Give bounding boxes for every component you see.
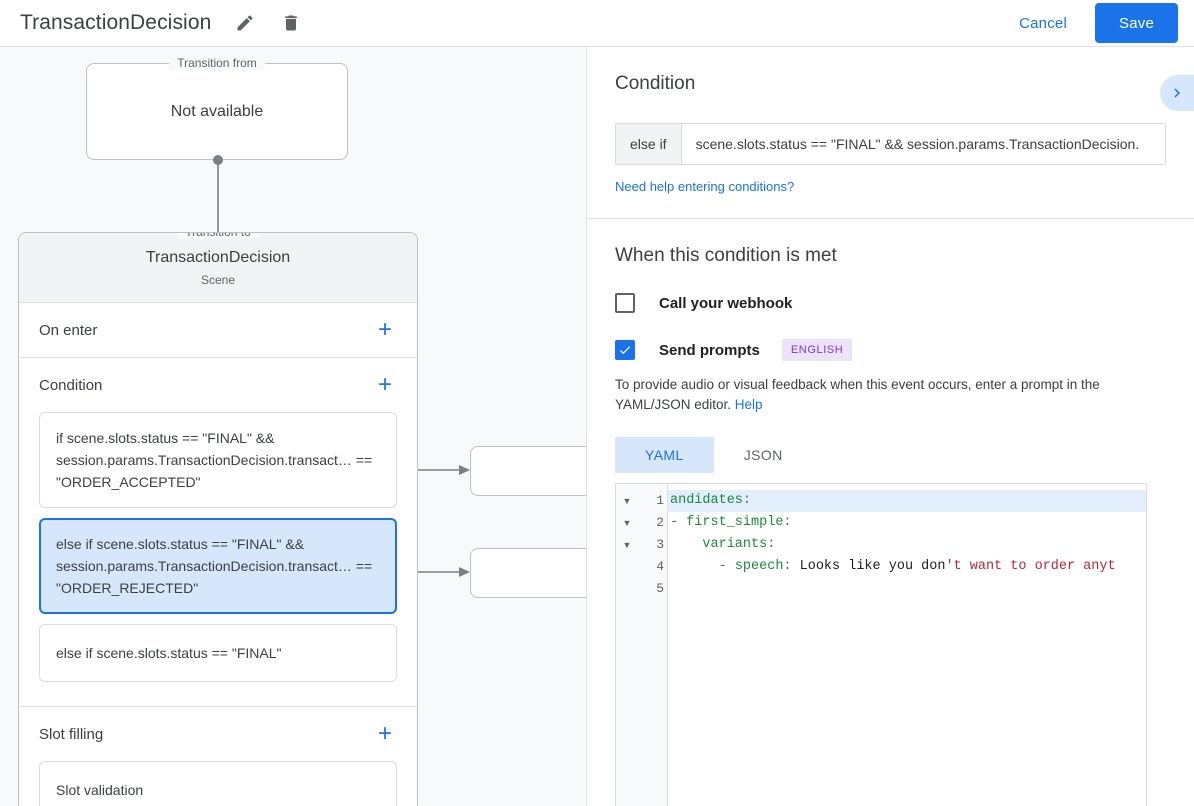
code-token: - [670, 515, 687, 530]
tab-yaml[interactable]: YAML [615, 437, 714, 473]
code-line[interactable]: - first_simple: [668, 512, 1146, 534]
transition-from-value: Not available [170, 102, 264, 120]
cancel-button[interactable]: Cancel [1003, 7, 1083, 40]
fold-triangle-icon[interactable]: ▼ [622, 518, 632, 528]
scene-name: TransactionDecision [145, 248, 291, 266]
section-header: On enter + [19, 303, 417, 357]
add-on-enter-button[interactable]: + [377, 316, 392, 343]
transition-from-box: Transition from Not available [86, 56, 348, 160]
fold-triangle-icon[interactable]: ▼ [622, 540, 632, 550]
transition-target-stub-2[interactable] [470, 548, 586, 598]
scene-card-header: Transition to TransactionDecision Scene [19, 233, 417, 303]
fold-gutter[interactable]: ▼ ▼ ▼ [616, 484, 638, 806]
fold-triangle-icon[interactable]: ▼ [622, 496, 632, 506]
call-webhook-row[interactable]: Call your webhook [615, 293, 1166, 313]
fold-spacer [616, 578, 638, 600]
code-token: : [742, 493, 752, 508]
add-slot-filling-button[interactable]: + [377, 720, 392, 747]
code-token: : [783, 515, 792, 530]
scene-card[interactable]: Transition to TransactionDecision Scene … [18, 232, 418, 806]
language-badge: ENGLISH [781, 339, 853, 361]
top-app-bar: TransactionDecision Cancel Save [0, 0, 1194, 47]
code-token: : [783, 559, 800, 574]
scene-subtitle: Scene [200, 272, 236, 287]
line-number: 1 [656, 493, 664, 508]
detail-panel: Condition else if Need help entering con… [586, 47, 1194, 806]
call-webhook-checkbox[interactable] [615, 293, 635, 313]
condition-item-selected[interactable]: else if scene.slots.status == "FINAL" &&… [39, 518, 397, 614]
condition-heading: Condition [615, 73, 696, 94]
chevron-right-icon[interactable] [1160, 75, 1194, 111]
scene-sections: On enter + Condition + if scene.slots.status… [19, 303, 417, 806]
topbar-actions: Cancel Save [1003, 3, 1194, 43]
line-number: 5 [656, 581, 664, 596]
when-condition-met-section: When this condition is met Call your web… [587, 219, 1194, 806]
send-prompts-row[interactable]: Send prompts ENGLISH [615, 339, 1166, 361]
transition-from-legend: Transition from [169, 56, 265, 70]
trash-icon[interactable] [279, 11, 303, 35]
code-token [670, 537, 702, 552]
when-met-heading: When this condition is met [615, 245, 837, 266]
condition-help-link[interactable]: Need help entering conditions? [615, 179, 795, 194]
condition-prefix-label: else if [616, 124, 682, 164]
add-condition-button[interactable]: + [377, 371, 392, 398]
scene-graph-canvas[interactable]: Transition from Not available Transition… [0, 47, 586, 806]
prompt-description: To provide audio or visual feedback when… [615, 375, 1166, 415]
code-token: speech [734, 559, 784, 574]
scene-section-condition: Condition + if scene.slots.status == "FINA… [19, 358, 417, 707]
line-number-gutter: 1 2 3 4 5 [638, 484, 668, 806]
send-prompts-label: Send prompts [659, 341, 760, 359]
code-line[interactable]: variants: [668, 534, 1146, 556]
code-token: first_simple [686, 515, 784, 530]
condition-input-row[interactable]: else if [615, 123, 1166, 165]
condition-section: Condition else if Need help entering con… [587, 47, 1194, 219]
code-token: variants [702, 537, 768, 552]
code-token: - [670, 559, 735, 574]
list-item[interactable]: else if scene.slots.status == "FINAL" [39, 624, 397, 682]
code-line[interactable]: andidates: [668, 490, 1146, 512]
pencil-icon[interactable] [233, 11, 257, 35]
save-button[interactable]: Save [1095, 3, 1178, 43]
code-token: 't want to order anyt [945, 559, 1116, 574]
editor-format-tabs: YAML JSON [615, 437, 1166, 473]
code-token: andidates [670, 493, 743, 508]
scene-section-slot-filling: Slot filling + Slot validation [19, 707, 417, 806]
transition-target-stub-1[interactable] [470, 446, 586, 496]
page-title: TransactionDecision [20, 11, 212, 34]
section-title: Condition [39, 376, 103, 394]
code-area[interactable]: andidates:- first_simple: variants: - sp… [668, 484, 1146, 806]
code-line[interactable] [668, 578, 1146, 600]
line-number: 3 [656, 537, 664, 552]
send-prompts-checkbox[interactable] [615, 340, 635, 360]
code-line[interactable]: - speech: Looks like you don't want to o… [668, 556, 1146, 578]
section-header: Condition + [19, 358, 417, 412]
help-link[interactable]: Help [734, 397, 763, 412]
fold-spacer [616, 556, 638, 578]
section-title: On enter [39, 321, 98, 339]
call-webhook-label: Call your webhook [659, 294, 793, 312]
line-number: 4 [656, 559, 664, 574]
list-item[interactable]: Slot validation [39, 761, 397, 806]
scene-section-on-enter: On enter + [19, 303, 417, 358]
condition-expression-input[interactable] [681, 124, 1165, 164]
section-title: Slot filling [39, 725, 104, 743]
section-header: Slot filling + [19, 707, 417, 761]
code-token: : [767, 537, 776, 552]
scene-legend: Transition to [177, 233, 259, 239]
tab-json[interactable]: JSON [743, 447, 783, 463]
line-number: 2 [656, 515, 664, 530]
prompt-description-text: To provide audio or visual feedback when… [615, 377, 1100, 412]
list-item[interactable]: if scene.slots.status == "FINAL" && sess… [39, 412, 397, 508]
code-token: Looks like you don [799, 559, 946, 574]
